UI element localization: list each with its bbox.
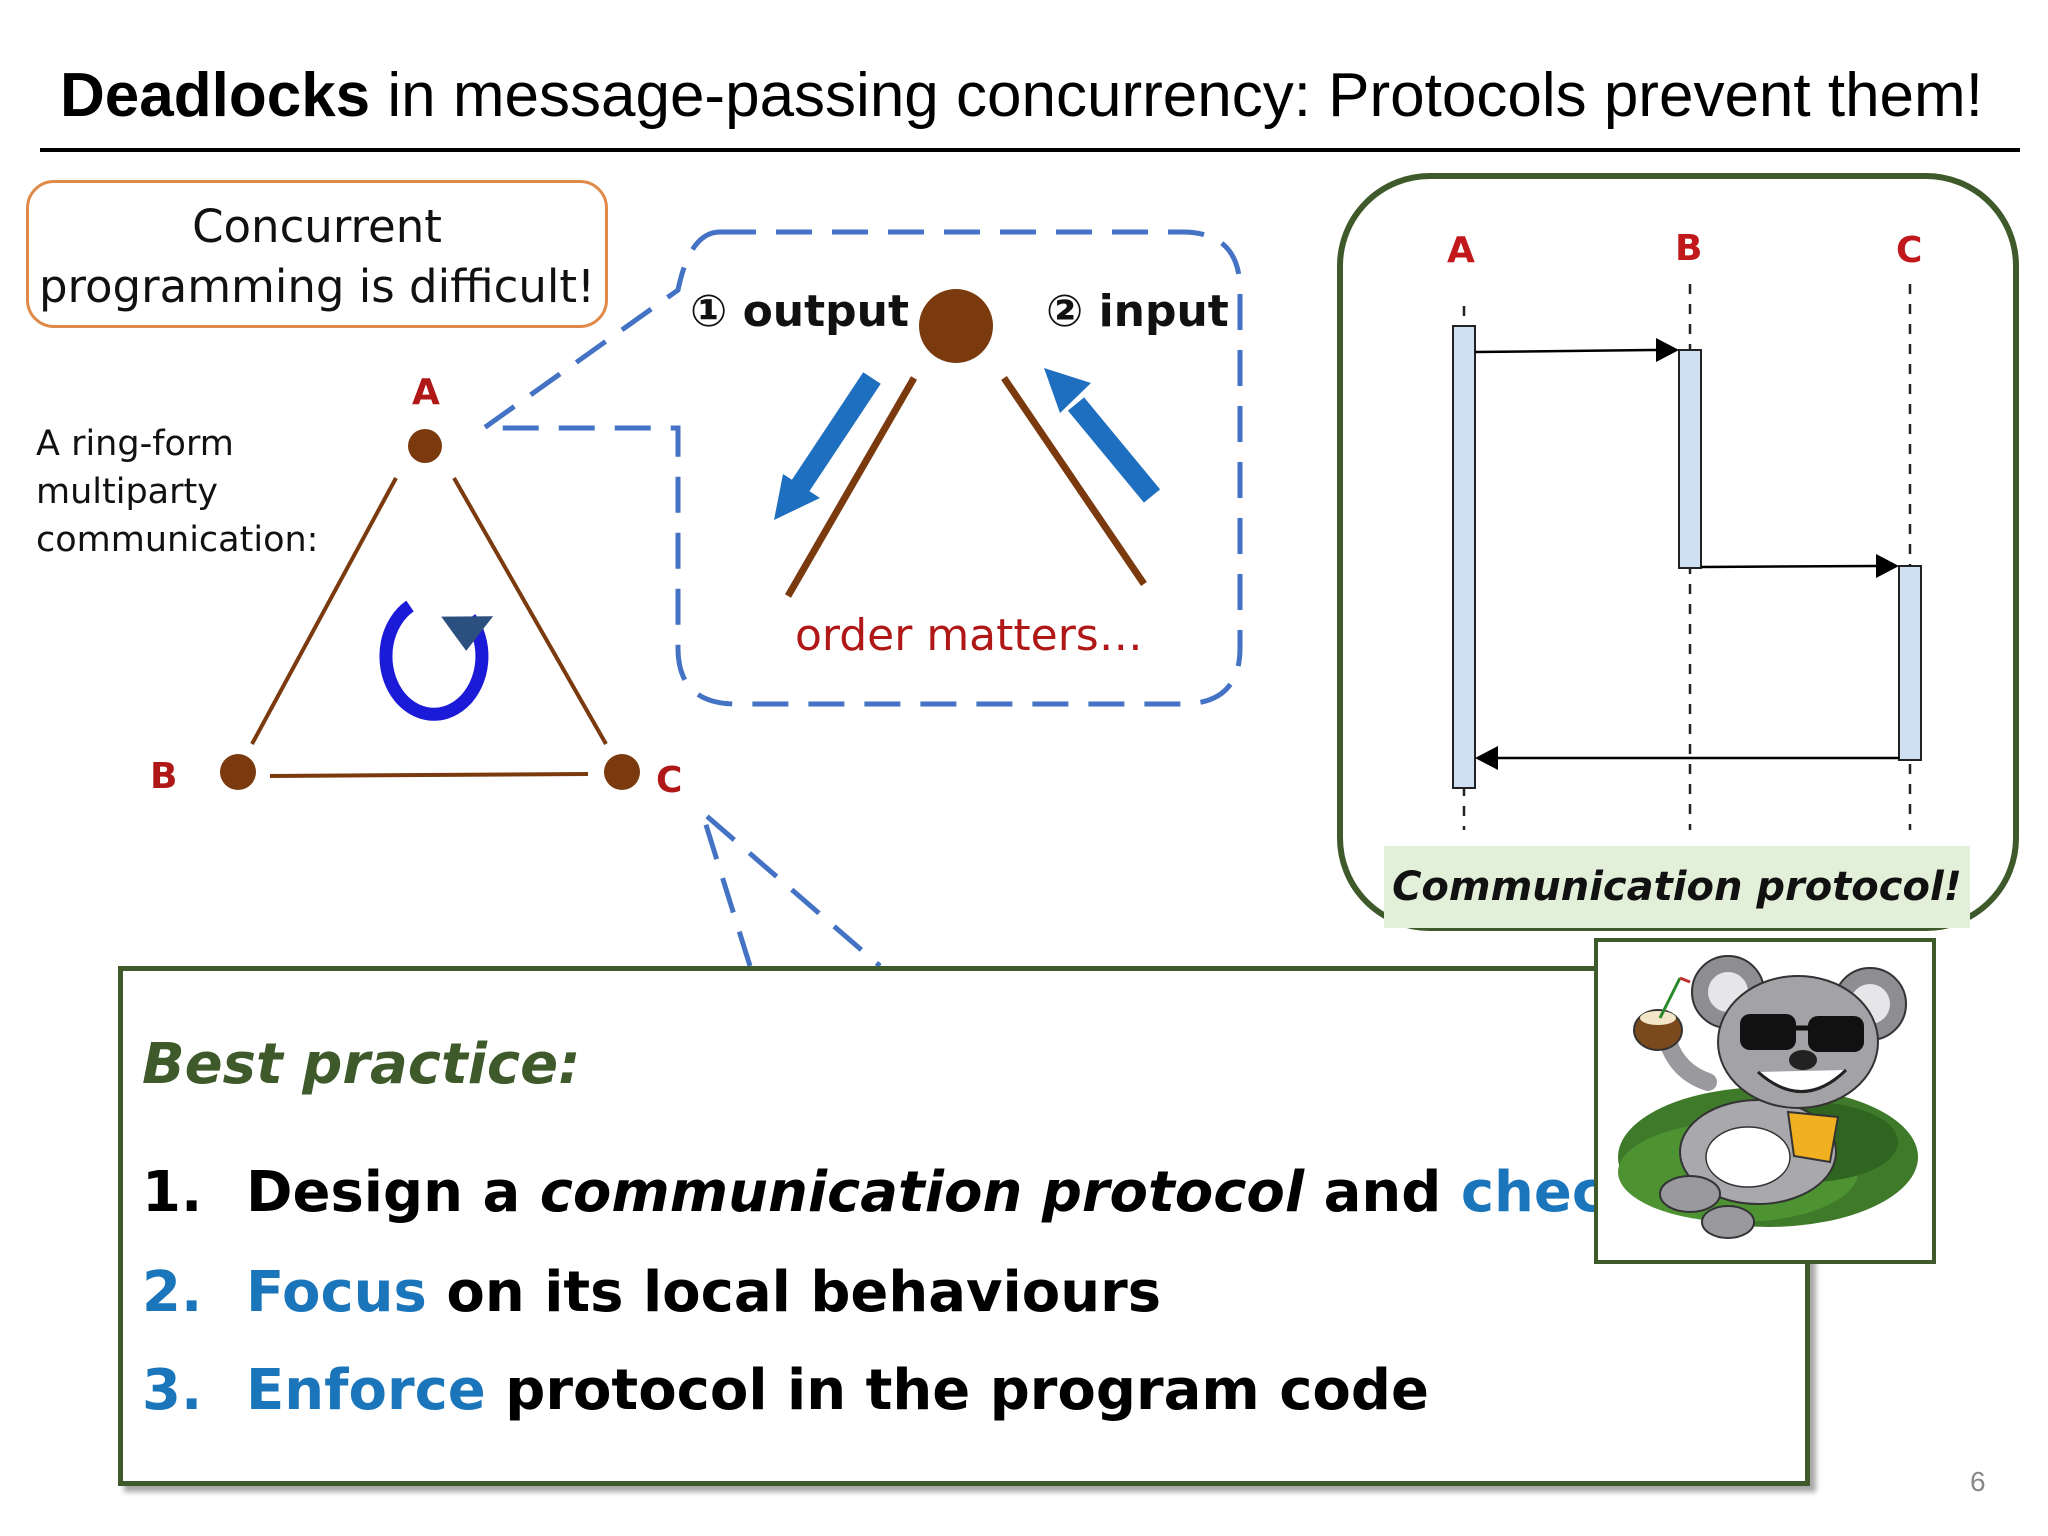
koala-frame: [1594, 938, 1936, 1264]
item-3-number: 3.: [142, 1358, 203, 1423]
item-2-post: on its local behaviours: [426, 1260, 1162, 1325]
item-1-number: 1.: [142, 1160, 203, 1225]
message-c-to-a: [1475, 746, 1899, 770]
activation-c: [1898, 565, 1922, 761]
activation-a: [1452, 325, 1476, 789]
concurrent-callout: Concurrent programming is difficult!: [26, 180, 608, 328]
edge-b-c: [269, 772, 589, 778]
node-b-label: B: [150, 756, 178, 797]
output-label: ① output: [690, 286, 910, 337]
item-3-highlight: Enforce: [246, 1358, 486, 1423]
participant-c-label: C: [1896, 230, 1923, 271]
best-practice-box: [118, 966, 1810, 1486]
ring-label-line-3: communication:: [36, 520, 319, 560]
item-3-post: protocol in the program code: [485, 1358, 1429, 1423]
item-2-highlight: Focus: [246, 1260, 427, 1325]
best-practice-item-3: 3. Enforce protocol in the program code: [142, 1356, 1429, 1426]
best-practice-item-2: 2. Focus on its local behaviours: [142, 1258, 1161, 1328]
title-rest: in message-passing concurrency: Protocol…: [370, 61, 1983, 130]
protocol-caption: Communication protocol!: [1384, 846, 1970, 928]
input-arrow-icon: [1044, 368, 1161, 503]
title-bold: Deadlocks: [60, 61, 371, 130]
best-practice-item-1: 1.Design a communication protocol and ch…: [142, 1158, 1708, 1228]
c-to-best-practice-callout: [697, 804, 882, 968]
item-1-italic: communication protocol: [539, 1160, 1305, 1225]
page-number: 6: [1970, 1466, 1986, 1497]
input-label: ② input: [1046, 286, 1229, 337]
ring-label-line-1: A ring-form: [36, 424, 234, 464]
message-b-to-c: [1700, 554, 1899, 578]
node-a-label: A: [412, 372, 440, 413]
concurrent-line-2: programming is difficult!: [38, 260, 596, 313]
title-divider: [40, 148, 2020, 152]
cycle-arrow-icon: [379, 600, 494, 721]
participant-a-label: A: [1447, 230, 1475, 271]
item-2-number: 2.: [142, 1260, 203, 1325]
edge-a-b: [250, 477, 398, 745]
output-arrow-icon: [774, 372, 881, 520]
order-matters-text: order matters…: [795, 610, 1143, 661]
koala-illustration: [1618, 955, 1918, 1239]
callout-node: [919, 289, 993, 363]
concurrent-line-1: Concurrent: [192, 200, 442, 253]
node-b: [220, 754, 256, 790]
node-c: [604, 754, 640, 790]
participant-b-label: B: [1675, 228, 1703, 269]
slide-title: Deadlocks in message-passing concurrency…: [60, 56, 2020, 136]
callout-right-edge: [1001, 376, 1147, 586]
node-a: [408, 429, 442, 463]
best-practice-heading: Best practice:: [142, 1032, 581, 1097]
item-1-mid: and: [1304, 1160, 1461, 1225]
activation-b: [1678, 349, 1702, 569]
edge-a-c: [452, 477, 608, 745]
ring-description: A ring-form multiparty communication:: [36, 420, 319, 564]
callout-left-edge: [784, 376, 918, 598]
message-a-to-b: [1474, 338, 1679, 362]
ring-label-line-2: multiparty: [36, 472, 218, 512]
node-c-label: C: [656, 760, 683, 801]
item-1-pre: Design a: [246, 1160, 540, 1225]
